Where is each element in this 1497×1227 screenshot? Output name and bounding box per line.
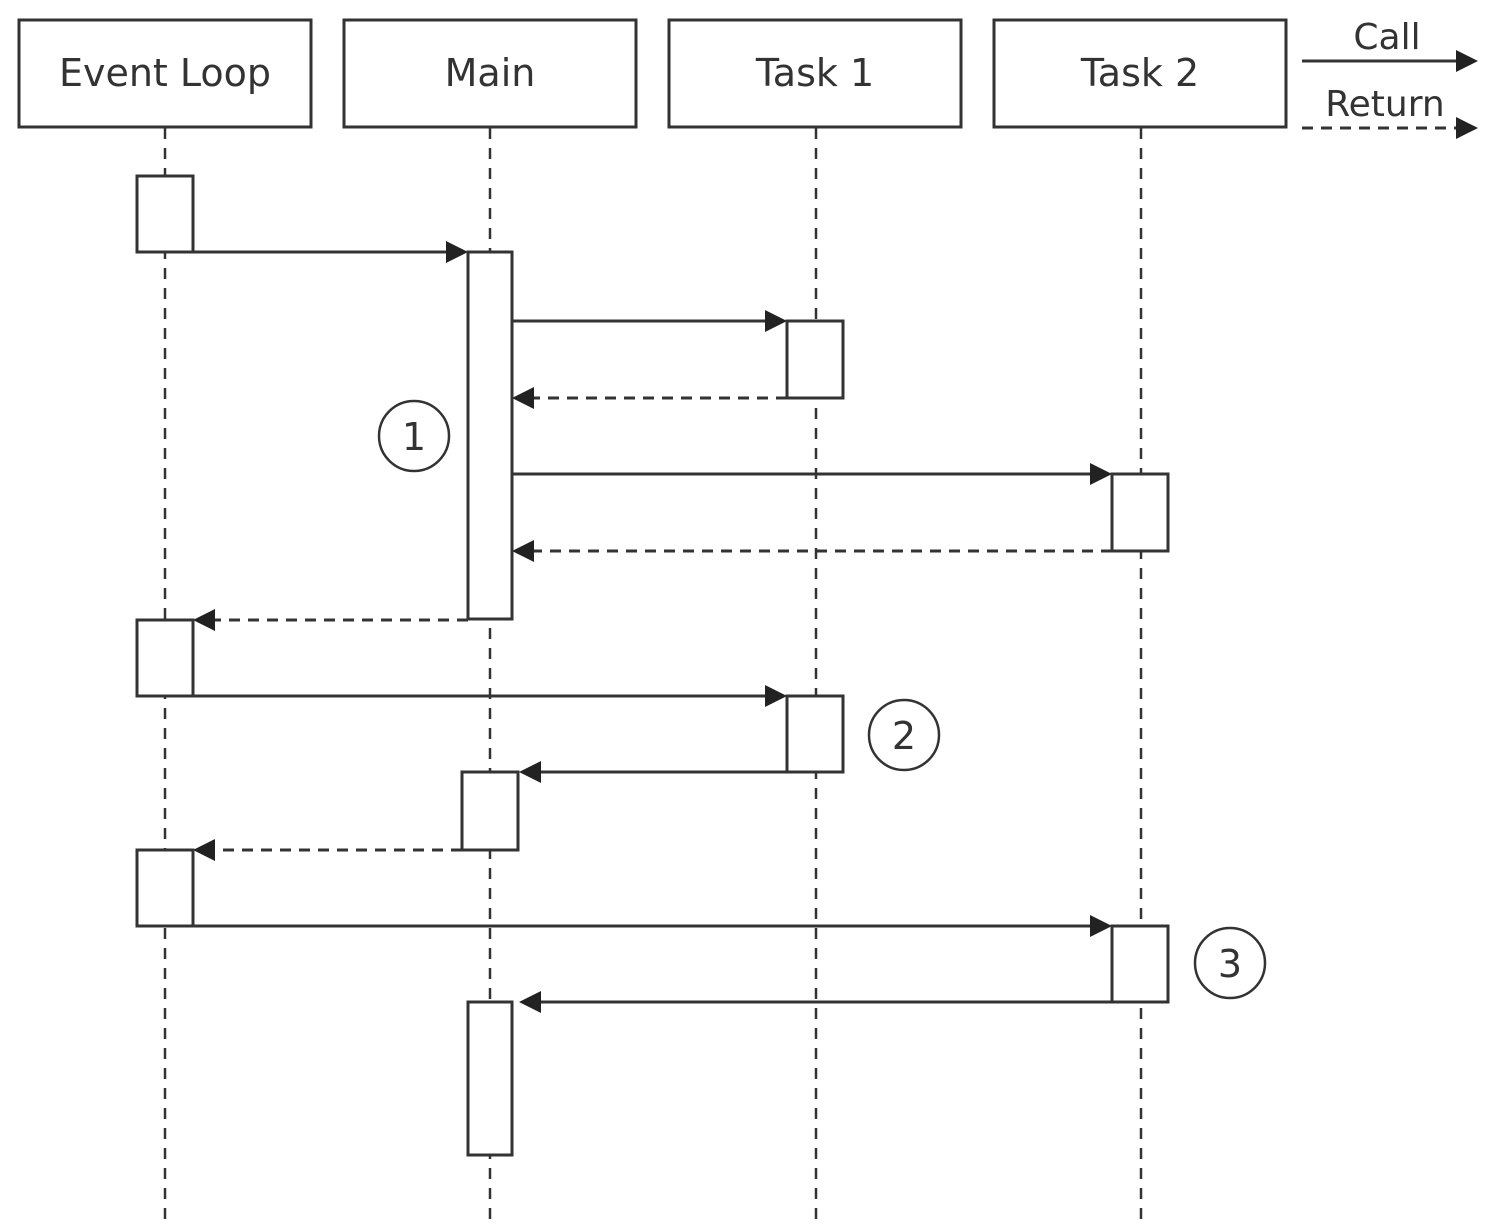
- arrowhead-left: [193, 609, 215, 631]
- arrowhead-left: [512, 387, 534, 409]
- participant-task-1: Task 1: [667, 18, 963, 129]
- arrowhead-right: [765, 310, 787, 332]
- participant-box: [667, 18, 963, 129]
- activation-task-2: [1110, 472, 1170, 553]
- message-return: [193, 839, 462, 861]
- activation-main: [460, 770, 520, 852]
- message-call: [519, 991, 1112, 1013]
- step-marker-2: 2: [867, 698, 941, 772]
- step-circle: [377, 399, 451, 473]
- message-return: [193, 609, 468, 631]
- message-call: [193, 241, 468, 263]
- step-markers: 1 2 3: [377, 399, 1267, 1000]
- message-call: [193, 915, 1112, 937]
- legend-return-arrowhead: [1456, 117, 1478, 139]
- step-marker-3: 3: [1193, 926, 1267, 1000]
- legend-return-label: Return: [1325, 84, 1444, 125]
- participant-label: Task 1: [755, 51, 874, 95]
- arrowhead-right: [765, 685, 787, 707]
- message-return: [512, 387, 787, 409]
- message-return: [512, 540, 1112, 562]
- arrowhead-right: [1090, 915, 1112, 937]
- step-circle: [867, 698, 941, 772]
- participant-box: [992, 18, 1288, 129]
- legend: Call Return: [1302, 17, 1478, 139]
- activation-event-loop: [135, 848, 195, 928]
- message-call: [512, 463, 1112, 485]
- arrowhead-left: [519, 991, 541, 1013]
- legend-call-arrowhead: [1456, 50, 1478, 72]
- activation-event-loop: [135, 174, 195, 254]
- participant-event-loop: Event Loop: [17, 18, 313, 129]
- step-number: 3: [1218, 942, 1242, 986]
- activation-task-1: [785, 319, 845, 400]
- message-call: [519, 761, 787, 783]
- step-circle: [1193, 926, 1267, 1000]
- arrowhead-left: [512, 540, 534, 562]
- arrowhead-right: [446, 241, 468, 263]
- participant-label: Main: [445, 51, 536, 95]
- messages: [193, 241, 1112, 1013]
- message-call: [512, 310, 787, 332]
- participant-box: [17, 18, 313, 129]
- arrowhead-right: [1090, 463, 1112, 485]
- activations: [135, 174, 1170, 1157]
- message-call: [193, 685, 787, 707]
- participant-main: Main: [342, 18, 638, 129]
- activation-task-1: [785, 694, 845, 774]
- step-number: 1: [402, 415, 426, 459]
- activation-main: [466, 250, 514, 621]
- arrowhead-left: [519, 761, 541, 783]
- legend-call-label: Call: [1353, 17, 1420, 58]
- step-number: 2: [892, 714, 916, 758]
- activation-main: [466, 1000, 514, 1157]
- participant-label: Task 2: [1080, 51, 1199, 95]
- activation-event-loop: [135, 618, 195, 698]
- participant-label: Event Loop: [59, 51, 271, 95]
- activation-task-2: [1110, 924, 1170, 1004]
- participant-box: [342, 18, 638, 129]
- arrowhead-left: [193, 839, 215, 861]
- participant-headers: Event Loop Main Task 1 Task 2: [17, 18, 1288, 129]
- participant-task-2: Task 2: [992, 18, 1288, 129]
- step-marker-1: 1: [377, 399, 451, 473]
- lifelines: [163, 128, 1143, 1220]
